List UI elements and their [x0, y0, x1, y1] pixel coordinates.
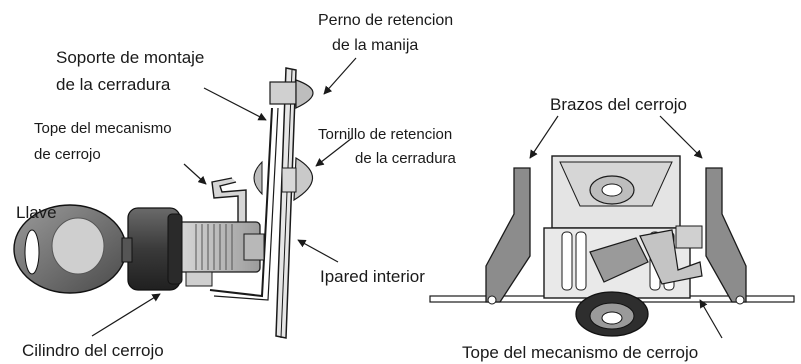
key-label: Llave	[16, 203, 57, 222]
cam-stop-label-line1: Tope del mecanismo	[34, 120, 172, 137]
inner-wall-label: Ipared interior	[320, 267, 425, 286]
key-shape	[13, 204, 133, 294]
mount-bracket-label-line1: Soporte de montaje	[56, 48, 204, 67]
latch-arm-right	[705, 167, 747, 305]
right-cam-stop-label: Tope del mecanismo de cerrojo	[462, 343, 698, 362]
mount-bracket-label-line2: de la cerradura	[56, 75, 171, 94]
handle-pin-shape	[269, 79, 314, 109]
cam-stop-label-line2: de cerrojo	[34, 146, 101, 163]
cam-mechanism	[589, 229, 703, 285]
cylinder-label: Cilindro del cerrojo	[22, 341, 164, 360]
inner-wall-plate	[275, 67, 297, 339]
handle-pin-label-line1: Perno de retencion	[318, 12, 453, 29]
lock-screw-label-line1: Tornillo de retencion	[318, 126, 452, 143]
left-assembly	[13, 57, 357, 339]
lock-screw-label-line2: de la cerradura	[355, 150, 457, 167]
right-assembly	[429, 115, 795, 339]
cylinder-shape	[127, 207, 265, 291]
labels: Perno de retencion de la manija Soporte …	[16, 12, 698, 362]
handle-pin-label-line2: de la manija	[332, 37, 418, 54]
lock-screw-shape	[253, 156, 313, 202]
latch-arm-left	[485, 167, 531, 305]
latch-arms-label: Brazos del cerrojo	[550, 95, 687, 114]
cylinder-ring	[575, 291, 649, 337]
left-leader-lines	[91, 57, 357, 337]
right-leader-lines	[529, 115, 723, 339]
mount-bracket-shape	[209, 107, 279, 301]
